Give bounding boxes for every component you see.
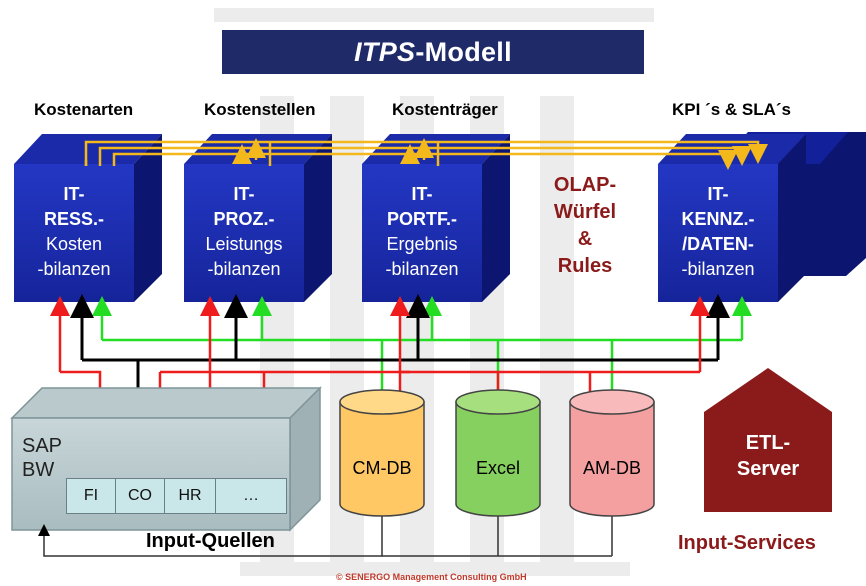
cube-ress-line2: RESS.- — [43, 209, 104, 229]
cube-ress-line3: Kosten — [45, 234, 103, 254]
etl-line2: Server — [736, 458, 800, 480]
etl-label: ETL- Server — [703, 430, 833, 482]
sap-line1: SAP — [22, 435, 63, 457]
db-excel — [455, 389, 541, 517]
sap-label: SAP BW — [22, 434, 62, 482]
db-cm — [339, 389, 425, 517]
input-quellen-label: Input-Quellen — [146, 530, 275, 552]
copyright-text: © SENERGO Management Consulting GmbH — [336, 572, 527, 582]
cube-kennz-line1: IT- — [707, 184, 729, 204]
cube-portf-line1: IT- — [411, 184, 433, 204]
cube-portf-line3: Ergebnis — [386, 234, 458, 254]
cube-ress-line4: -bilanzen — [37, 259, 111, 279]
title-rest: -Modell — [415, 36, 512, 67]
cube-proz-line3: Leistungs — [205, 234, 283, 254]
cube-proz — [184, 134, 332, 302]
db-cm-label: CM-DB — [352, 458, 412, 478]
green-connectors — [92, 296, 752, 400]
cube-portf-line4: -bilanzen — [385, 259, 459, 279]
module-more: … — [243, 487, 259, 504]
cube-portf-text: IT- PORTF.- Ergebnis -bilanzen — [366, 182, 478, 282]
cube-proz-text: IT- PROZ.- Leistungs -bilanzen — [188, 182, 300, 282]
cube-proz-line1: IT- — [233, 184, 255, 204]
cube-portf-line2: PORTF.- — [387, 209, 457, 229]
module-hr: HR — [165, 479, 216, 513]
module-fi: FI — [67, 479, 116, 513]
module-co: CO — [116, 479, 165, 513]
input-services-label: Input-Services — [678, 532, 816, 554]
db-excel-label: Excel — [475, 458, 520, 478]
cube-kennz-line3: /DATEN- — [682, 234, 754, 254]
page-title: ITPS-Modell — [222, 30, 644, 74]
olap-line4: Rules — [557, 255, 613, 277]
sap-modules: FI CO HR … — [66, 478, 287, 514]
label-kostenarten: Kostenarten — [34, 100, 134, 119]
sap-bw-box — [10, 386, 322, 532]
feedback-line — [38, 516, 613, 557]
olap-line3: & — [577, 228, 593, 250]
db-am-label: AM-DB — [583, 458, 641, 478]
label-kpi-sla: KPI ´s & SLA´s — [672, 100, 792, 119]
olap-label: OLAP- Würfel & Rules — [530, 172, 640, 280]
etl-server-shape — [704, 368, 832, 512]
label-kostenstellen: Kostenstellen — [204, 100, 316, 119]
etl-line1: ETL- — [745, 432, 791, 454]
title-italic: ITPS — [354, 36, 416, 67]
cube-proz-line4: -bilanzen — [207, 259, 281, 279]
cube-kennz-text: IT- KENNZ.- /DATEN- -bilanzen — [662, 182, 774, 282]
sap-line2: BW — [22, 459, 55, 481]
cube-proz-line2: PROZ.- — [213, 209, 275, 229]
yellow-connectors — [84, 138, 768, 170]
olap-line1: OLAP- — [553, 174, 617, 196]
cube-ress — [14, 134, 162, 302]
olap-line2: Würfel — [553, 201, 617, 223]
cube-ress-line1: IT- — [63, 184, 85, 204]
cube-ress-text: IT- RESS.- Kosten -bilanzen — [18, 182, 130, 282]
cube-kennz-line4: -bilanzen — [681, 259, 755, 279]
db-am — [569, 389, 655, 517]
label-kostentraeger: Kostenträger — [392, 100, 498, 119]
cube-kennz-line2: KENNZ.- — [681, 209, 755, 229]
